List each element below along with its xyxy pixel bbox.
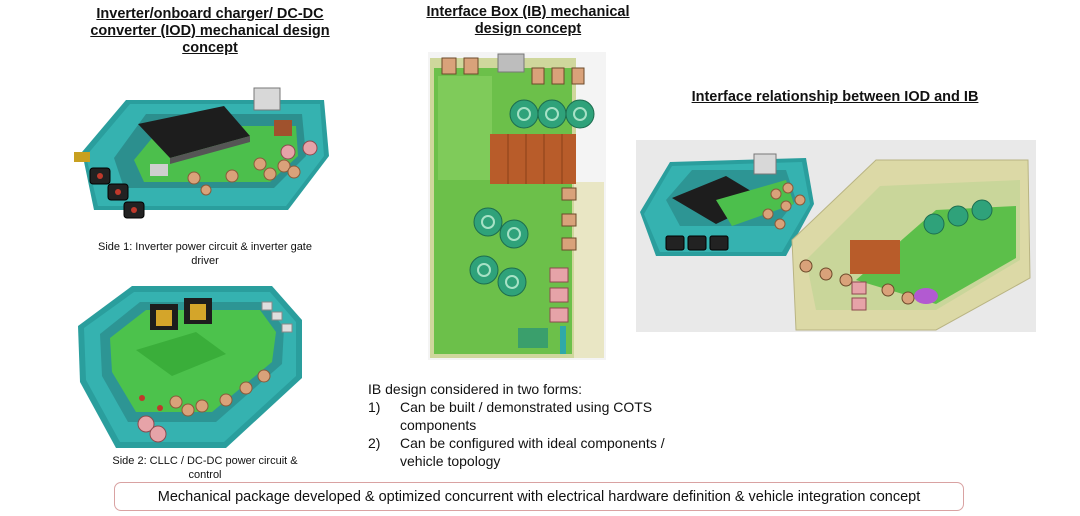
ib-form-item-1-number: 1) xyxy=(368,399,381,415)
ib-heading-line-2: design concept xyxy=(474,21,582,37)
ib-forms-list: IB design considered in two forms: 1) Ca… xyxy=(368,380,748,470)
side1-caption-line-2: driver xyxy=(191,255,219,267)
ib-form-item-2-text: Can be configured with ideal components … xyxy=(400,434,748,470)
ib-heading: Interface Box (IB) mechanical design con… xyxy=(388,4,668,38)
relation-illustration xyxy=(636,140,1036,332)
relation-heading: Interface relationship between IOD and I… xyxy=(691,89,979,105)
ib-form-item-1-line-1: Can be built / demonstrated using COTS xyxy=(400,399,653,415)
side2-caption: Side 2: CLLC / DC-DC power circuit & con… xyxy=(70,454,340,482)
side1-caption: Side 1: Inverter power circuit & inverte… xyxy=(70,240,340,268)
ib-illustration xyxy=(428,52,606,360)
ib-forms-intro: IB design considered in two forms: xyxy=(368,381,582,397)
summary-banner: Mechanical package developed & optimized… xyxy=(114,482,964,511)
side1-caption-line-1: Side 1: Inverter power circuit & inverte… xyxy=(98,241,312,253)
iod-side1-illustration xyxy=(74,87,329,219)
iod-heading-line-2: converter (IOD) mechanical design xyxy=(90,23,330,39)
ib-form-item-2: 2) Can be configured with ideal componen… xyxy=(368,434,748,470)
ib-form-item-1-text: Can be built / demonstrated using COTS c… xyxy=(400,398,748,434)
side2-caption-line-1: Side 2: CLLC / DC-DC power circuit & xyxy=(112,455,298,467)
iod-heading-line-1: Inverter/onboard charger/ DC-DC xyxy=(96,6,324,22)
iod-heading: Inverter/onboard charger/ DC-DC converte… xyxy=(60,6,360,57)
ib-form-item-2-line-1: Can be configured with ideal components … xyxy=(400,435,665,451)
ib-form-item-2-line-2: vehicle topology xyxy=(400,453,501,469)
ib-form-item-2-number: 2) xyxy=(368,435,381,451)
ib-form-item-1-line-2: components xyxy=(400,417,477,433)
iod-heading-line-3: concept xyxy=(182,40,238,56)
ib-heading-line-1: Interface Box (IB) mechanical xyxy=(426,4,630,20)
side2-caption-line-2: control xyxy=(188,469,222,481)
iod-side2-illustration xyxy=(78,286,302,448)
ib-form-item-1: 1) Can be built / demonstrated using COT… xyxy=(368,398,748,434)
